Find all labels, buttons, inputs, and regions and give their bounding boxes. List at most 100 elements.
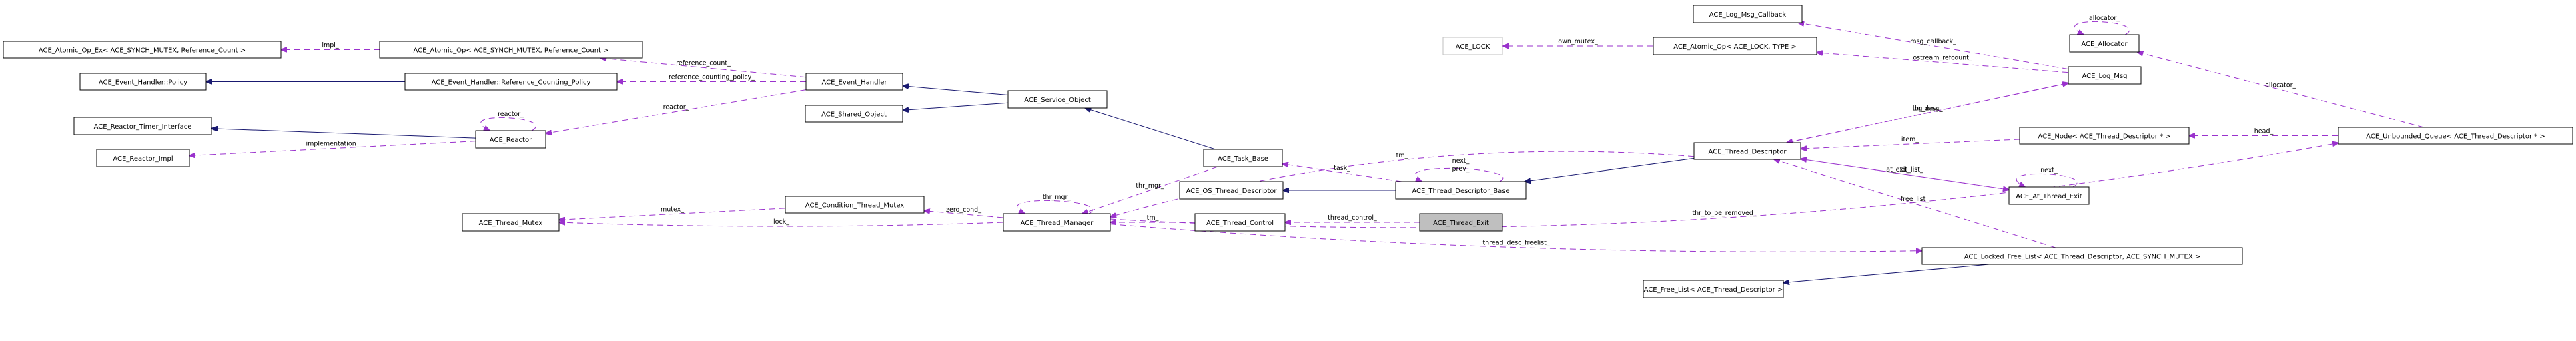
class-box	[1395, 181, 1527, 200]
inheritance-edge	[903, 102, 1009, 110]
class-node-ace-lock[interactable]: ACE_LOCK	[1442, 37, 1503, 55]
edge-label: reactor_	[498, 111, 524, 118]
class-node-atomic-op-ex[interactable]: ACE_Atomic_Op_Ex< ACE_SYNCH_MUTEX, Refer…	[3, 41, 282, 59]
class-name: ACE_Node< ACE_Thread_Descriptor * >	[2038, 133, 2170, 141]
edge-label: item_	[1901, 136, 1919, 143]
class-name: ACE_Thread_Exit	[1433, 220, 1489, 227]
class-box	[1003, 213, 1111, 232]
class-node-allocator[interactable]: ACE_Allocator	[2069, 34, 2140, 53]
class-node-log-msg-callback[interactable]: ACE_Log_Msg_Callback	[1693, 5, 1803, 23]
class-name: ACE_At_Thread_Exit	[2016, 193, 2082, 200]
class-name: ACE_Service_Object	[1024, 97, 1091, 104]
class-node-thread-descriptor[interactable]: ACE_Thread_Descriptor	[1693, 142, 1801, 160]
edge-label: impl_	[322, 42, 339, 49]
class-node-thread-control[interactable]: ACE_Thread_Control	[1194, 213, 1286, 232]
edge-label: allocator_	[2265, 82, 2296, 89]
class-node-thread-descriptor-base[interactable]: ACE_Thread_Descriptor_Base	[1395, 181, 1527, 200]
class-name: ACE_Condition_Thread_Mutex	[805, 202, 905, 210]
class-node-locked-free-list[interactable]: ACE_Locked_Free_List< ACE_Thread_Descrip…	[1921, 247, 2243, 265]
edge-label: next_	[2040, 167, 2058, 174]
usage-edge	[2137, 52, 2425, 128]
class-node-eh-policy[interactable]: ACE_Event_Handler::Policy	[79, 73, 207, 91]
edge-label: tm_	[1396, 152, 1408, 159]
class-node-os-thread-descriptor[interactable]: ACE_OS_Thread_Descriptor	[1179, 181, 1284, 200]
edge-label: tm_	[1147, 214, 1159, 222]
class-box	[1693, 142, 1801, 160]
edge-label: implementation_	[306, 141, 359, 148]
edge-label: mutex_	[661, 206, 684, 214]
class-box	[1653, 37, 1817, 55]
class-name: ACE_Log_Msg_Callback	[1709, 11, 1787, 19]
nodes-layer: ACE_Atomic_Op_Ex< ACE_SYNCH_MUTEX, Refer…	[3, 5, 2573, 298]
usage-edge	[546, 89, 807, 134]
edge-label: thr_to_be_removed_	[1692, 210, 1756, 217]
class-name: ACE_OS_Thread_Descriptor	[1186, 188, 1277, 195]
class-box	[404, 73, 618, 91]
class-name: ACE_Allocator	[2081, 41, 2128, 48]
class-box	[1921, 247, 2243, 265]
class-box	[462, 213, 560, 232]
edge-label: task_	[1334, 165, 1350, 172]
class-box	[2069, 34, 2140, 53]
class-box	[73, 117, 212, 135]
edge-label: lock_	[773, 218, 789, 226]
class-name: ACE_Reactor_Impl	[113, 155, 173, 163]
class-name: ACE_Thread_Manager	[1021, 220, 1094, 227]
class-node-task-base[interactable]: ACE_Task_Base	[1203, 149, 1283, 167]
class-name: ACE_Atomic_Op_Ex< ACE_SYNCH_MUTEX, Refer…	[39, 47, 246, 55]
usage-edge	[1787, 83, 2069, 143]
class-name: ACE_Locked_Free_List< ACE_Thread_Descrip…	[1964, 254, 2201, 261]
edge-label: td_	[1900, 166, 1910, 174]
class-node-log-msg[interactable]: ACE_Log_Msg	[2068, 66, 2142, 85]
class-name: ACE_Event_Handler::Reference_Counting_Po…	[432, 79, 591, 87]
class-node-reactor[interactable]: ACE_Reactor	[475, 130, 546, 149]
class-node-node-td[interactable]: ACE_Node< ACE_Thread_Descriptor * >	[2019, 127, 2190, 145]
class-box	[96, 149, 190, 167]
class-node-atomic-op-mutex[interactable]: ACE_Atomic_Op< ACE_SYNCH_MUTEX, Referenc…	[379, 41, 643, 59]
class-box	[1643, 280, 1784, 298]
class-node-eh-ref-policy[interactable]: ACE_Event_Handler::Reference_Counting_Po…	[404, 73, 618, 91]
edge-label: thread_desc_freelist_	[1482, 240, 1549, 247]
edge-labels-layer: impl_reference_count_reference_counting_…	[306, 15, 2296, 247]
usage-edge	[1774, 159, 2056, 248]
edge-label: zero_cond_	[946, 206, 981, 214]
edge-label: thr_mgr_	[1043, 194, 1071, 201]
edge-label: free_list_	[1901, 196, 1929, 203]
class-box	[2008, 186, 2090, 205]
usage-edge	[1282, 164, 1402, 182]
class-name: ACE_Reactor	[490, 137, 532, 144]
edge-label: log_msg_	[1913, 105, 1942, 112]
inheritance-edge	[1085, 108, 1216, 150]
class-node-thread-manager[interactable]: ACE_Thread_Manager	[1003, 213, 1111, 232]
usage-edge	[189, 141, 476, 156]
class-node-event-handler[interactable]: ACE_Event_Handler	[805, 73, 903, 91]
class-node-service-object[interactable]: ACE_Service_Object	[1007, 90, 1108, 109]
inheritance-edge	[211, 129, 476, 139]
class-node-unbounded-queue[interactable]: ACE_Unbounded_Queue< ACE_Thread_Descript…	[2338, 127, 2573, 145]
class-node-shared-object[interactable]: ACE_Shared_Object	[805, 105, 903, 123]
usage-edge	[1082, 166, 1218, 214]
class-node-reactor-impl[interactable]: ACE_Reactor_Impl	[96, 149, 190, 167]
inheritance-edge	[1783, 264, 1990, 283]
class-box	[1007, 90, 1108, 109]
class-node-thread-exit[interactable]: ACE_Thread_Exit	[1419, 213, 1503, 232]
usage-edge	[1017, 200, 1093, 214]
class-node-condition-thread-mutex[interactable]: ACE_Condition_Thread_Mutex	[785, 196, 925, 214]
usage-edge	[480, 117, 536, 131]
class-node-reactor-timer-interface[interactable]: ACE_Reactor_Timer_Interface	[73, 117, 212, 135]
class-box	[2068, 66, 2142, 85]
class-node-thread-mutex[interactable]: ACE_Thread_Mutex	[462, 213, 560, 232]
class-name: ACE_Thread_Mutex	[479, 220, 543, 227]
edge-label: own_mutex_	[1558, 38, 1598, 45]
usage-edge	[1800, 158, 2009, 190]
edge-label: thr_desc_	[1912, 105, 1942, 112]
class-name: ACE_Atomic_Op< ACE_SYNCH_MUTEX, Referenc…	[413, 47, 608, 55]
class-name: ACE_Reactor_Timer_Interface	[94, 123, 192, 131]
class-node-at-thread-exit[interactable]: ACE_At_Thread_Exit	[2008, 186, 2090, 205]
class-box	[1203, 149, 1283, 167]
class-node-atomic-op-lock[interactable]: ACE_Atomic_Op< ACE_LOCK, TYPE >	[1653, 37, 1817, 55]
class-box	[2338, 127, 2573, 145]
class-node-free-list[interactable]: ACE_Free_List< ACE_Thread_Descriptor >	[1643, 280, 1784, 298]
class-name: ACE_Thread_Descriptor_Base	[1412, 188, 1509, 195]
